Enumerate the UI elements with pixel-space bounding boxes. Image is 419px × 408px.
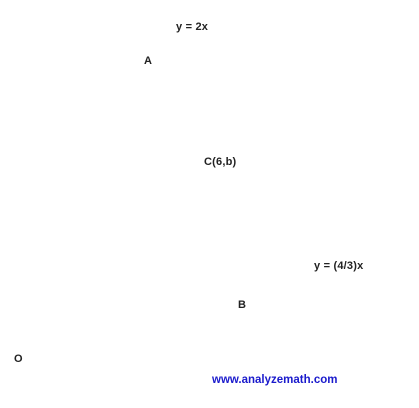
website-watermark: www.analyzemath.com	[212, 374, 338, 386]
point-label-a: A	[144, 55, 153, 67]
equation-label-y-equals-2x: y = 2x	[176, 21, 209, 33]
point-label-b: B	[238, 299, 247, 311]
equation-label-y-equals-four-thirds-x: y = (4/3)x	[314, 260, 364, 272]
origin-label-o: O	[14, 353, 23, 365]
point-label-c: C(6,b)	[204, 156, 237, 168]
